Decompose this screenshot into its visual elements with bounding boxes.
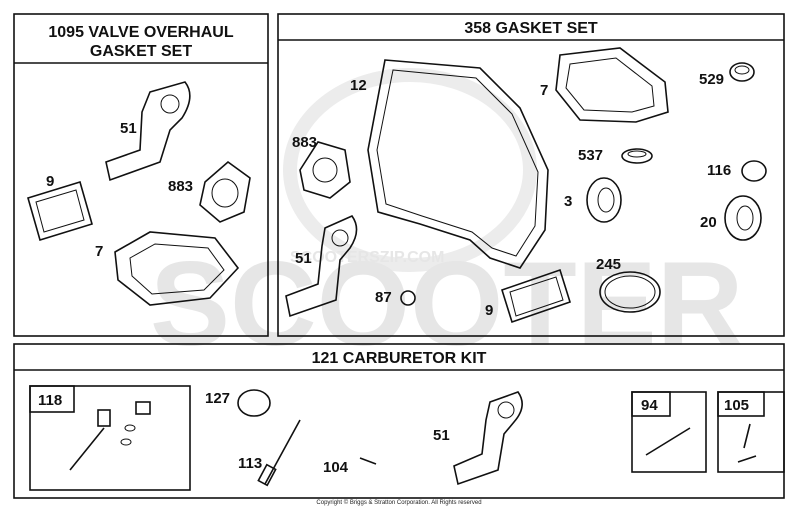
needle-105-part xyxy=(737,423,757,463)
carb-panel-title: 121 CARBURETOR KIT xyxy=(312,350,487,367)
gasket-callout-7: 7 xyxy=(540,82,548,99)
kit-118-box xyxy=(29,385,191,491)
gasket-panel-title: 358 GASKET SET xyxy=(464,20,598,37)
carb-callout-127: 127 xyxy=(205,390,230,407)
gasket-callout-87: 87 xyxy=(375,289,392,306)
carb-callout-104: 104 xyxy=(323,459,349,476)
gasket-callout-245: 245 xyxy=(596,256,621,273)
ring-245-part xyxy=(599,271,661,313)
head-gasket-2-part xyxy=(555,47,669,123)
carb-callout-51: 51 xyxy=(433,427,450,444)
crankcase-gasket-part xyxy=(367,59,549,269)
breather-gasket-part xyxy=(105,81,191,182)
valve-callout-883: 883 xyxy=(168,178,193,195)
oil-seal-20-part xyxy=(724,195,762,241)
fitting-part xyxy=(135,401,151,415)
gasket-callout-9: 9 xyxy=(485,302,493,319)
needle-part xyxy=(69,427,105,471)
watermark: SCOOTER SCOOTERSZIP.COM xyxy=(150,68,743,371)
breather-gasket-3-part xyxy=(453,391,523,486)
gasket-callout-3: 3 xyxy=(564,193,572,210)
pin-104-part xyxy=(359,457,377,465)
intake-gasket-part xyxy=(199,160,251,223)
gasket-callout-12: 12 xyxy=(350,77,367,94)
o-ring-116-part xyxy=(741,160,767,182)
valve-panel: 1095 VALVE OVERHAUL GASKET SET 51 9 883 … xyxy=(13,13,269,337)
valve-callout-51: 51 xyxy=(120,120,137,137)
rectangular-gasket-part xyxy=(27,180,93,242)
seal-87-part xyxy=(400,290,416,306)
gasket-panel: 358 GASKET SET 12 7 xyxy=(277,13,785,337)
carb-panel: 121 CARBURETOR KIT 118 127 113 104 51 94 xyxy=(13,343,785,499)
head-gasket-part xyxy=(114,231,240,306)
gasket-callout-116: 116 xyxy=(707,162,731,179)
carb-callout-105: 105 xyxy=(724,397,749,414)
gasket-callout-537: 537 xyxy=(578,147,603,164)
gasket-callout-883: 883 xyxy=(292,134,317,151)
carb-callout-94: 94 xyxy=(641,397,658,414)
watermark-brand: SCOOTER xyxy=(150,237,743,371)
seal-537-part xyxy=(621,148,653,164)
oil-seal-3-part xyxy=(586,177,622,223)
watermark-site: SCOOTERSZIP.COM xyxy=(290,249,444,266)
plug-part xyxy=(729,62,755,82)
carb-callout-113: 113 xyxy=(238,455,262,472)
copyright-text: Copyright © Briggs & Stratton Corporatio… xyxy=(316,499,481,506)
needle-113-part xyxy=(264,419,301,485)
valve-panel-title-line1: 1095 VALVE OVERHAUL xyxy=(48,24,233,41)
breather-gasket-2-part xyxy=(285,215,358,318)
gasket-callout-20: 20 xyxy=(700,214,717,231)
valve-panel-title-line2: GASKET SET xyxy=(90,43,192,60)
gasket-callout-529: 529 xyxy=(699,71,724,88)
screw-94-part xyxy=(645,427,691,456)
ring-127-part xyxy=(237,389,271,417)
gasket-callout-51: 51 xyxy=(295,250,312,267)
carb-callout-118: 118 xyxy=(38,392,62,409)
valve-callout-7: 7 xyxy=(95,243,103,260)
rectangular-gasket-2-part xyxy=(501,268,571,324)
intake-gasket-2-part xyxy=(299,141,351,199)
valve-callout-9: 9 xyxy=(46,173,54,190)
